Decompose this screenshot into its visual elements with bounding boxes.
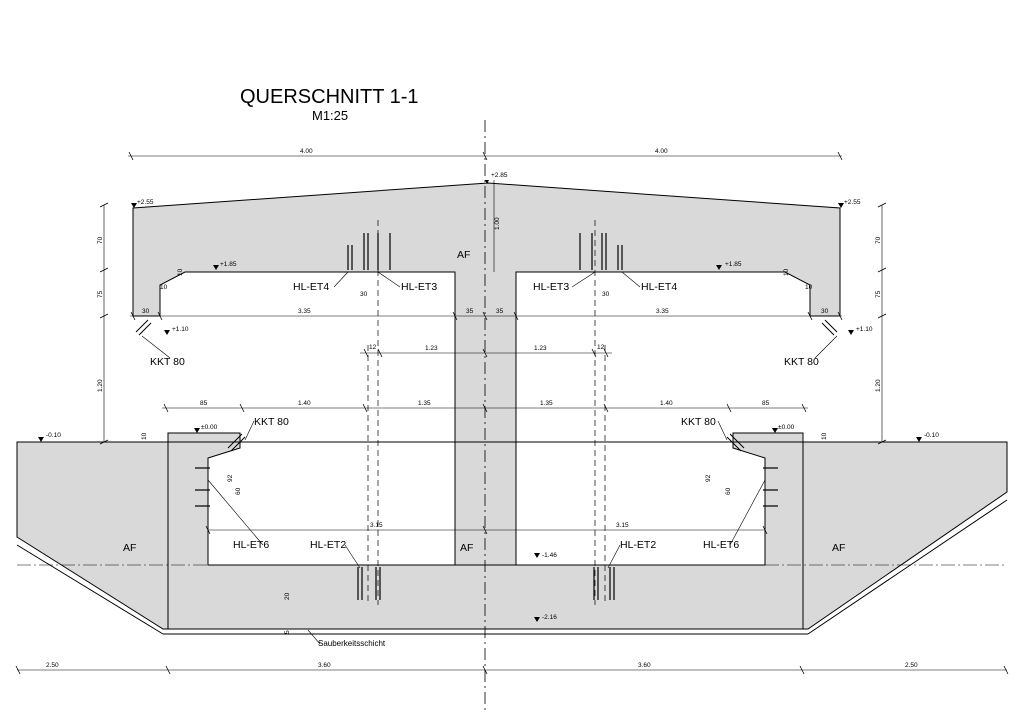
label-kkt-wall-right: KKT 80	[681, 416, 716, 428]
ground-right	[802, 441, 1008, 630]
dim-92-right: 92	[705, 474, 712, 482]
dim-140-a: 85	[200, 400, 208, 407]
anchors-wall-right	[763, 467, 778, 507]
label-af-center: AF	[460, 542, 473, 554]
dim-123-a: 12	[369, 344, 377, 351]
dim-30-right: 30	[602, 291, 610, 298]
elev-slab-right: +1.85	[725, 261, 742, 268]
elev-wall-left: ±0.00	[201, 424, 218, 431]
elev-ground-right: -0.10	[924, 432, 939, 439]
dim-140-b: 1.40	[298, 400, 311, 407]
label-hl-et6-left: HL-ET6	[233, 539, 269, 551]
dim-140-d: 1.35	[540, 400, 553, 407]
dim-315-b: 3.15	[616, 522, 629, 529]
elev-ground-left: -0.10	[46, 432, 61, 439]
dim-123-c: 1.23	[534, 345, 547, 352]
dim-60-right: 60	[725, 487, 732, 495]
label-hl-et4-right: HL-ET4	[641, 281, 677, 293]
label-hl-et6-right: HL-ET6	[703, 539, 739, 551]
dim-top-right: 4.00	[655, 148, 668, 155]
dim-60-left: 60	[235, 487, 242, 495]
drawing-title: QUERSCHNITT 1-1	[240, 86, 419, 108]
dim-10-beam-right: 10	[805, 284, 813, 291]
dim-335-d: 35	[496, 308, 504, 315]
elev-found-top: -1.46	[542, 552, 557, 559]
anchors-top-right	[579, 233, 623, 270]
slope-right-outer	[807, 499, 1008, 635]
slope-left-outer	[16, 544, 164, 635]
label-hl-et2-right: HL-ET2	[620, 539, 656, 551]
kkt-hatch-marks	[135, 319, 838, 452]
dim-vl-70: 70	[97, 236, 104, 244]
dim-140-f: 85	[762, 400, 770, 407]
label-hl-et4-left: HL-ET4	[293, 281, 329, 293]
label-kkt-left: KKT 80	[150, 356, 185, 368]
dim-bottom-b: 3.60	[318, 662, 331, 669]
elev-beam-left: +1.10	[172, 326, 189, 333]
dim-123-b: 1.23	[425, 345, 438, 352]
label-af-top: AF	[457, 249, 470, 261]
label-af-left: AF	[123, 542, 136, 554]
dim-140-c: 1.35	[418, 400, 431, 407]
elev-beam-right: +1.10	[856, 326, 873, 333]
anchors-bottom-left	[357, 567, 381, 600]
label-af-right: AF	[832, 542, 845, 554]
label-hl-et2-left: HL-ET2	[310, 539, 346, 551]
dim-10-slab-right: 10	[783, 268, 790, 276]
dim-vl-120: 1.20	[97, 379, 104, 392]
dim-315-a: 3.15	[370, 522, 383, 529]
dim-92-left: 92	[227, 474, 234, 482]
dim-123-d: 12	[597, 344, 605, 351]
dim-10-left: 10	[141, 432, 148, 440]
dimension-ticks	[15, 151, 1009, 675]
label-kkt-right: KKT 80	[784, 356, 819, 368]
ground-left	[16, 441, 169, 630]
elev-top: +2.85	[491, 172, 508, 179]
dim-335-c: 35	[466, 308, 474, 315]
dim-100: 1.00	[494, 217, 501, 230]
label-sauberkeit: Sauberkeitsschicht	[318, 639, 386, 648]
dim-bottom-a: 2.50	[46, 662, 59, 669]
dim-vr-70: 70	[875, 236, 882, 244]
dim-10-beam-left: 10	[160, 284, 168, 291]
dim-335-a: 30	[142, 308, 150, 315]
elev-left-top: +2.55	[137, 199, 154, 206]
canopy-slab	[132, 182, 841, 566]
dim-bottom-d: 2.50	[905, 662, 918, 669]
elev-right-top: +2.55	[844, 199, 861, 206]
dim-140-e: 1.40	[660, 400, 673, 407]
dim-20: 20	[284, 592, 291, 600]
dim-top-left: 4.00	[300, 148, 313, 155]
dim-vr-75: 75	[875, 290, 882, 298]
dim-bottom-c: 3.60	[638, 662, 651, 669]
label-hl-et3-right: HL-ET3	[533, 281, 569, 293]
elev-wall-right: ±0.00	[778, 424, 795, 431]
dim-335-e: 3.35	[656, 308, 669, 315]
drawing-scale: M1:25	[312, 108, 348, 123]
label-hl-et3-left: HL-ET3	[401, 281, 437, 293]
anchors-top-left	[347, 233, 391, 270]
dim-30-left: 30	[360, 291, 368, 298]
anchors-bottom-right	[593, 567, 615, 600]
dim-10-slab-left: 10	[177, 268, 184, 276]
elev-slab-left: +1.85	[220, 261, 237, 268]
dim-vr-120: 1.20	[875, 379, 882, 392]
anchors-wall-left	[195, 467, 210, 507]
dim-335-f: 30	[821, 308, 829, 315]
elev-found-bottom: -2.16	[542, 614, 557, 621]
dim-335-b: 3.35	[298, 308, 311, 315]
dim-10-right: 10	[821, 432, 828, 440]
label-kkt-wall-left: KKT 80	[254, 416, 289, 428]
elevation-markers	[38, 180, 922, 622]
dim-5: 5	[284, 630, 291, 634]
leader-lines	[141, 271, 838, 645]
dim-vl-75: 75	[97, 290, 104, 298]
